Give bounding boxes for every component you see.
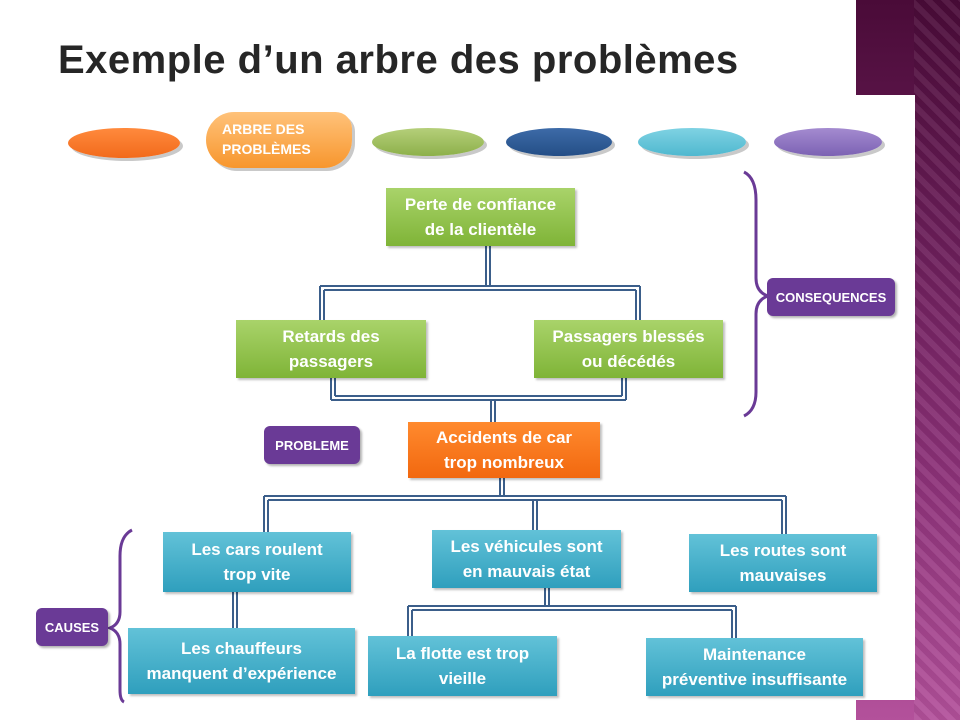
header-tab-arbre: ARBRE DES PROBLÈMES <box>206 112 352 168</box>
slide-title: Exemple d’un arbre des problèmes <box>58 38 739 82</box>
brace-causes <box>105 528 133 704</box>
cause-box-1: Les cars roulent trop vite <box>163 532 351 592</box>
header-oval-purple <box>774 128 882 156</box>
consequence-top-box: Perte de confiance de la clientèle <box>386 188 575 246</box>
header-oval-orange <box>68 128 180 158</box>
problem-box: Accidents de car trop nombreux <box>408 422 600 478</box>
label-consequences: CONSEQUENCES <box>767 278 895 316</box>
label-causes: CAUSES <box>36 608 108 646</box>
header-oval-cyan <box>638 128 746 156</box>
cause-box-2: Les véhicules sont en mauvais état <box>432 530 621 588</box>
label-probleme: PROBLEME <box>264 426 360 464</box>
brace-consequences <box>743 170 773 418</box>
header-oval-green <box>372 128 484 156</box>
cause-box-3: Les routes sont mauvaises <box>689 534 877 592</box>
sub-cause-box-1: Les chauffeurs manquent d’expérience <box>128 628 355 694</box>
consequence-right-box: Passagers blessés ou décédés <box>534 320 723 378</box>
consequence-left-box: Retards des passagers <box>236 320 426 378</box>
sub-cause-box-2: La flotte est trop vieille <box>368 636 557 696</box>
sub-cause-box-3: Maintenance préventive insuffisante <box>646 638 863 696</box>
header-oval-blue <box>506 128 612 156</box>
